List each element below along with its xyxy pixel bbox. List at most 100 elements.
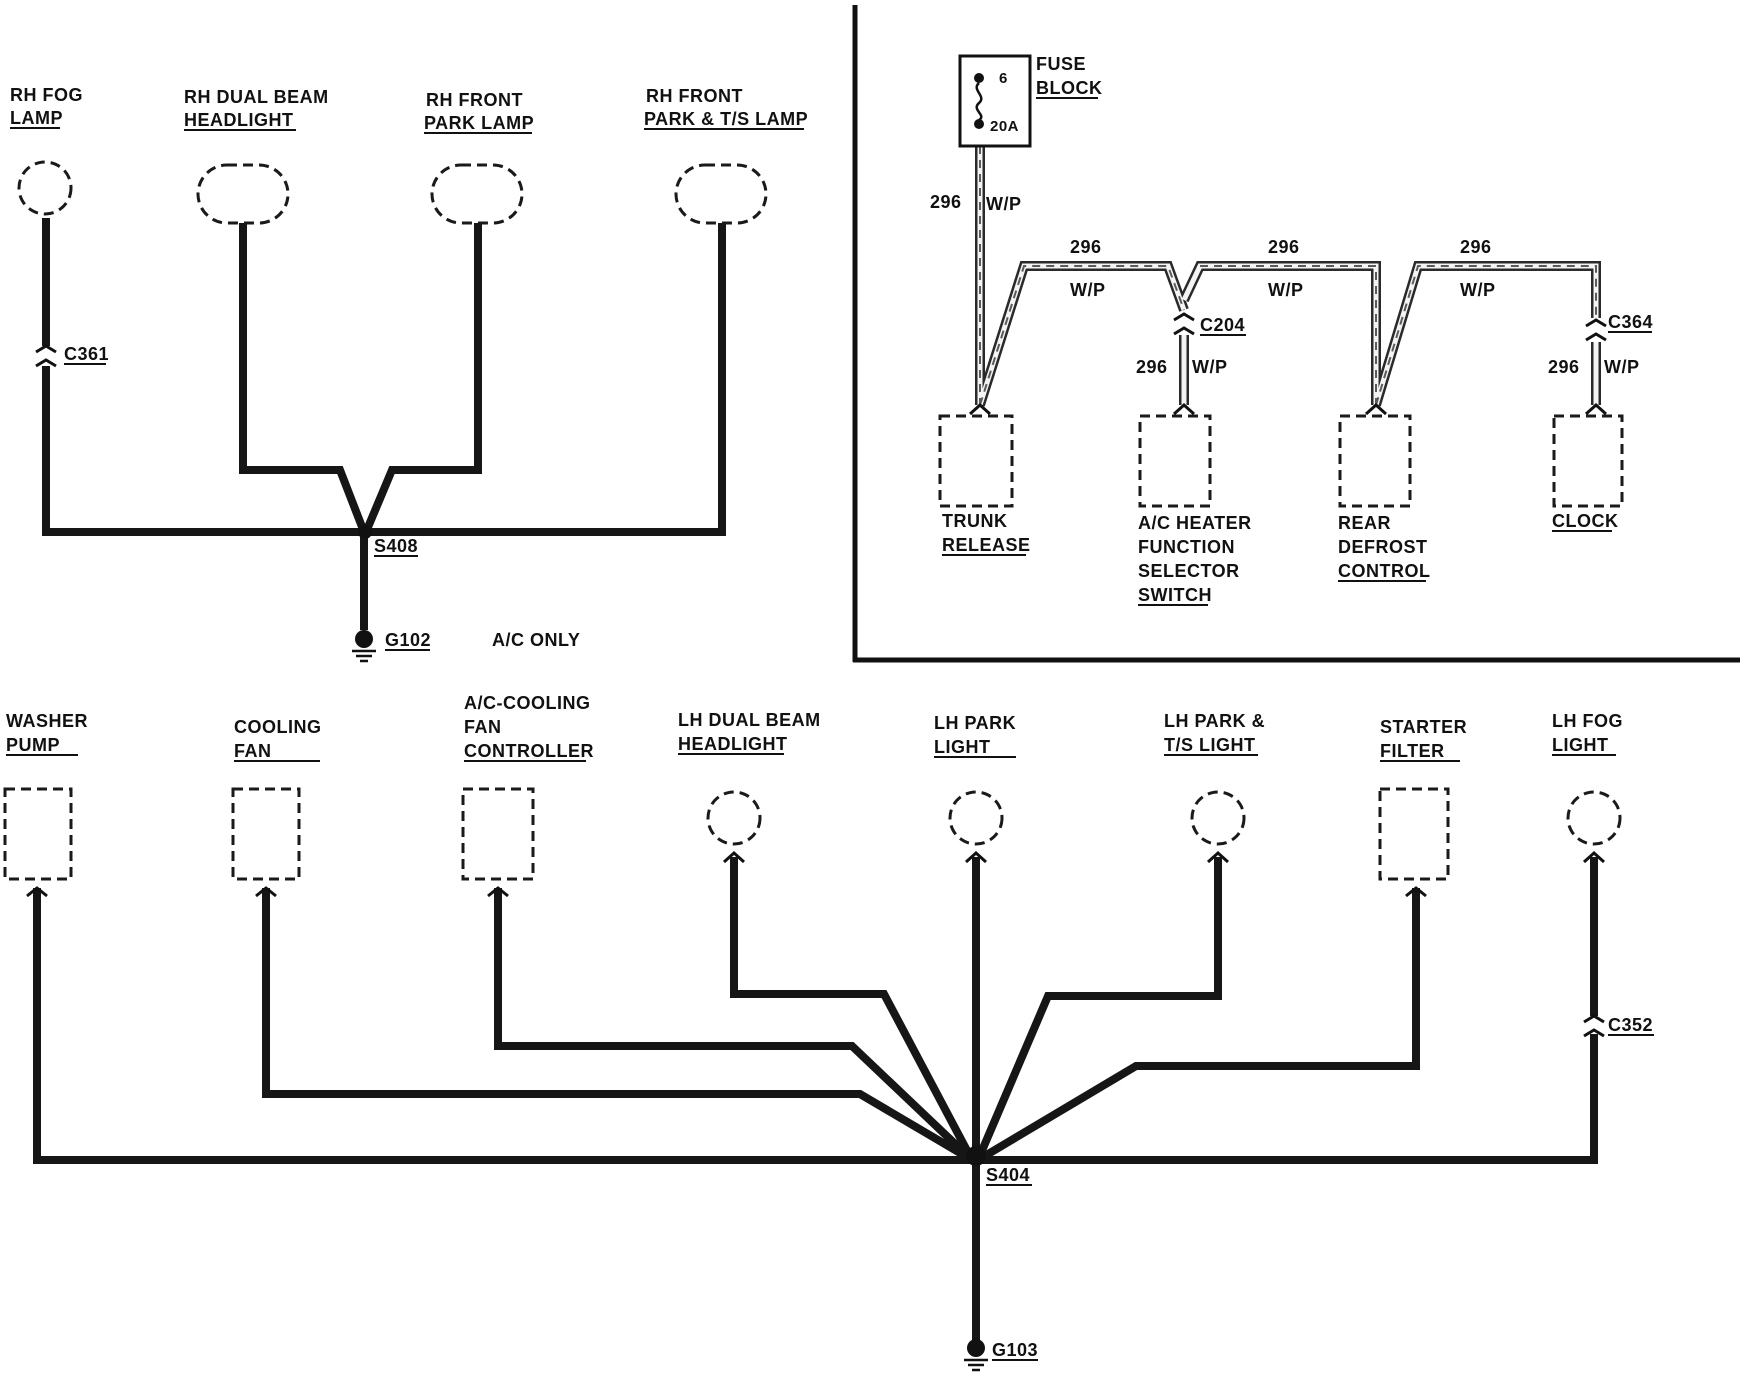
svg-text:CONTROLLER: CONTROLLER xyxy=(464,741,594,761)
wire-wp-label-main: W/P xyxy=(986,194,1022,214)
svg-text:PUMP: PUMP xyxy=(6,735,60,755)
connector-c352-label: C352 xyxy=(1608,1015,1653,1035)
svg-text:HEADLIGHT: HEADLIGHT xyxy=(184,110,294,130)
svg-text:LH PARK &: LH PARK & xyxy=(1164,711,1265,731)
washer-pump xyxy=(3,787,73,881)
svg-text:COOLING: COOLING xyxy=(234,717,322,737)
wire-rh-park xyxy=(362,222,482,534)
wire-wp-label-seg1: W/P xyxy=(1070,280,1106,300)
wire-wp-label-c364: W/P xyxy=(1604,357,1640,377)
rh-front-park-ts-lamp xyxy=(674,163,768,225)
connector-c364-label: C364 xyxy=(1608,312,1653,332)
rh-front-park-ts-lamp-label: RH FRONT PARK & T/S LAMP xyxy=(644,86,808,130)
connector-c204: C204 xyxy=(1173,312,1246,336)
wire-296-label-seg3: 296 xyxy=(1460,237,1492,257)
starter-filter-label: STARTER FILTER xyxy=(1380,717,1467,762)
lh-park-light-label: LH PARK LIGHT xyxy=(934,713,1016,758)
svg-text:RELEASE: RELEASE xyxy=(942,535,1031,555)
svg-text:RH FOG: RH FOG xyxy=(10,85,83,105)
lh-park-light xyxy=(948,790,1004,846)
svg-text:RH FRONT: RH FRONT xyxy=(646,86,743,106)
svg-text:CLOCK: CLOCK xyxy=(1552,511,1619,531)
svg-text:LIGHT: LIGHT xyxy=(934,737,991,757)
svg-text:DEFROST: DEFROST xyxy=(1338,537,1428,557)
rh-fog-lamp-label: RH FOG LAMP xyxy=(10,85,83,129)
cooling-fan-label: COOLING FAN xyxy=(234,717,322,762)
connector-c204-label: C204 xyxy=(1200,315,1245,335)
rear-defrost-control xyxy=(1338,414,1412,508)
starter-filter xyxy=(1378,787,1450,881)
wire-starter-filter xyxy=(975,888,1420,1164)
svg-text:BLOCK: BLOCK xyxy=(1036,78,1103,98)
wire-lh-fog-lower xyxy=(978,1034,1598,1164)
svg-text:T/S LIGHT: T/S LIGHT xyxy=(1164,735,1256,755)
ground-g102-icon xyxy=(352,630,376,663)
svg-text:LIGHT: LIGHT xyxy=(1552,735,1609,755)
ac-heater-function-selector-switch-label: A/C HEATER FUNCTION SELECTOR SWITCH xyxy=(1138,513,1252,606)
ac-cooling-fan-controller-label: A/C-COOLING FAN CONTROLLER xyxy=(464,693,594,762)
svg-text:HEADLIGHT: HEADLIGHT xyxy=(678,734,788,754)
wire-lh-park-ts xyxy=(974,857,1222,1162)
lh-park-ts-light xyxy=(1190,790,1246,846)
trunk-release-label: TRUNK RELEASE xyxy=(942,511,1031,556)
rh-front-park-lamp xyxy=(430,163,524,225)
svg-text:STARTER: STARTER xyxy=(1380,717,1467,737)
wire-wp-label-c204: W/P xyxy=(1192,357,1228,377)
ac-cooling-fan-controller xyxy=(461,787,535,881)
ac-heater-function-selector-switch xyxy=(1138,414,1212,508)
wire-cooling-fan xyxy=(262,888,975,1164)
ac-only-note: A/C ONLY xyxy=(492,630,580,650)
svg-text:RH DUAL BEAM: RH DUAL BEAM xyxy=(184,87,329,107)
fuse-block-label: FUSE BLOCK xyxy=(1036,54,1103,99)
wire-296-wp-network xyxy=(975,146,1601,407)
svg-text:A/C-COOLING: A/C-COOLING xyxy=(464,693,591,713)
rh-dual-beam-headlight-label: RH DUAL BEAM HEADLIGHT xyxy=(184,87,329,131)
trunk-release xyxy=(938,414,1014,508)
wire-296-label-main: 296 xyxy=(930,192,962,212)
svg-text:PARK & T/S LAMP: PARK & T/S LAMP xyxy=(644,109,808,129)
connector-c352: C352 xyxy=(1583,1014,1654,1038)
wire-lh-dual-beam xyxy=(730,857,976,1162)
connector-c361-label: C361 xyxy=(64,344,109,364)
splice-s408-label: S408 xyxy=(374,536,418,556)
rh-dual-beam-headlight xyxy=(196,163,290,225)
cooling-fan xyxy=(231,787,301,881)
lh-dual-beam-headlight-label: LH DUAL BEAM HEADLIGHT xyxy=(678,710,821,755)
splice-s408 xyxy=(358,525,372,539)
wire-rh-dual-beam xyxy=(239,222,368,534)
svg-text:SELECTOR: SELECTOR xyxy=(1138,561,1240,581)
bottom-circuit: C352 S404 G103 xyxy=(3,693,1654,1372)
clock xyxy=(1552,414,1624,508)
wire-washer-pump xyxy=(33,888,972,1164)
svg-text:A/C HEATER: A/C HEATER xyxy=(1138,513,1252,533)
wire-296-label-seg2: 296 xyxy=(1268,237,1300,257)
wire-wp-label-seg2: W/P xyxy=(1268,280,1304,300)
wire-wp-label-seg3: W/P xyxy=(1460,280,1496,300)
svg-text:TRUNK: TRUNK xyxy=(942,511,1008,531)
svg-text:CONTROL: CONTROL xyxy=(1338,561,1431,581)
lh-fog-light xyxy=(1566,790,1622,846)
ground-g102-label: G102 xyxy=(385,630,431,650)
svg-text:LH DUAL BEAM: LH DUAL BEAM xyxy=(678,710,821,730)
svg-text:LH PARK: LH PARK xyxy=(934,713,1016,733)
splice-s404-label: S404 xyxy=(986,1165,1030,1185)
rh-fog-lamp xyxy=(17,160,73,216)
lh-dual-beam-headlight xyxy=(706,790,762,846)
svg-text:FUSE: FUSE xyxy=(1036,54,1086,74)
ground-g103-label: G103 xyxy=(992,1340,1038,1360)
lh-fog-light-label: LH FOG LIGHT xyxy=(1552,711,1623,756)
clock-label: CLOCK xyxy=(1552,511,1619,532)
top-right-circuit: 6 20A FUSE BLOCK 296 W/P 296 W/P 296 W/P… xyxy=(930,54,1653,606)
fuse-rating: 20A xyxy=(990,118,1019,135)
connector-c361: C361 xyxy=(35,344,109,368)
rh-front-park-lamp-label: RH FRONT PARK LAMP xyxy=(424,90,534,134)
top-left-circuit: C361 S408 G102 A/C ONLY RH FOG LAMP RH xyxy=(10,85,808,663)
splice-s404 xyxy=(966,1146,986,1166)
svg-text:REAR: REAR xyxy=(1338,513,1391,533)
svg-text:FAN: FAN xyxy=(234,741,272,761)
svg-text:SWITCH: SWITCH xyxy=(1138,585,1212,605)
fuse-block-icon: 6 20A xyxy=(958,54,1032,148)
lh-park-ts-light-label: LH PARK & T/S LIGHT xyxy=(1164,711,1265,756)
svg-text:LH FOG: LH FOG xyxy=(1552,711,1623,731)
